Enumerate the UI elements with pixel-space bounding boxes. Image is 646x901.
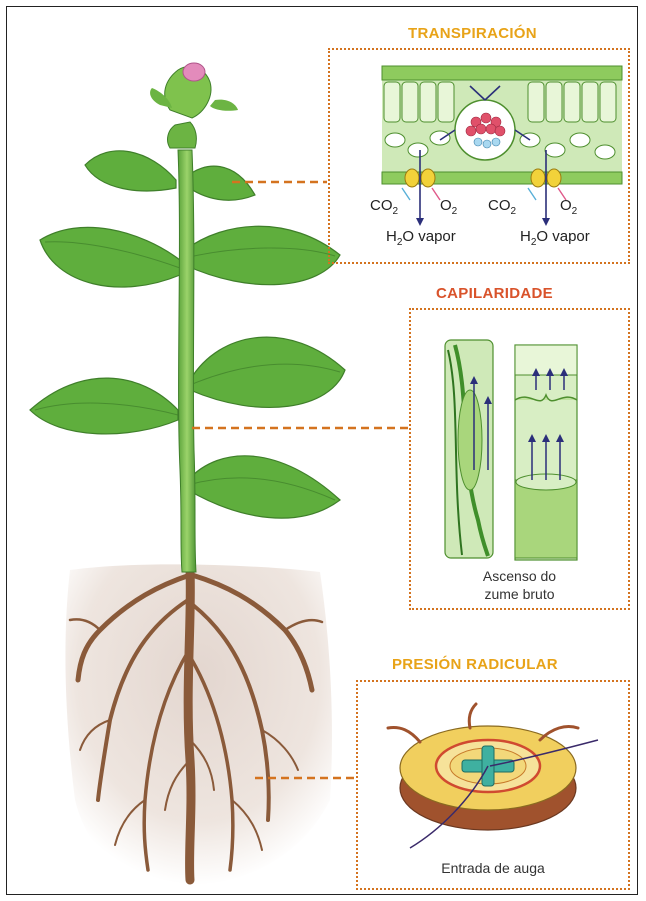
- leaf-1: [40, 227, 180, 287]
- co2-right-label: CO2: [488, 197, 516, 217]
- capillarity-caption-line2: zume bruto: [409, 586, 630, 602]
- root-pressure-caption: Entrada de auga: [356, 860, 630, 876]
- h2o-right-label: H2O vapor: [520, 228, 590, 248]
- leaf-4: [190, 337, 345, 407]
- root-pressure-panel: [356, 680, 630, 890]
- capillarity-caption-line1: Ascenso do: [409, 568, 630, 584]
- flower-bud: [150, 63, 238, 148]
- root-pressure-title: PRESIÓN RADICULAR: [392, 656, 558, 673]
- o2-left-label: O2: [440, 197, 457, 217]
- capillarity-panel: [409, 308, 630, 610]
- transpiration-title: TRANSPIRACIÓN: [408, 25, 537, 42]
- h2o-left-label: H2O vapor: [386, 228, 456, 248]
- leaf-6: [85, 151, 176, 191]
- capillarity-title: CAPILARIDADE: [436, 285, 553, 302]
- leaf-2: [185, 226, 340, 284]
- stem: [178, 150, 196, 572]
- leaf-5: [188, 456, 340, 518]
- leaf-7: [185, 166, 255, 200]
- co2-left-label: CO2: [370, 197, 398, 217]
- o2-right-label: O2: [560, 197, 577, 217]
